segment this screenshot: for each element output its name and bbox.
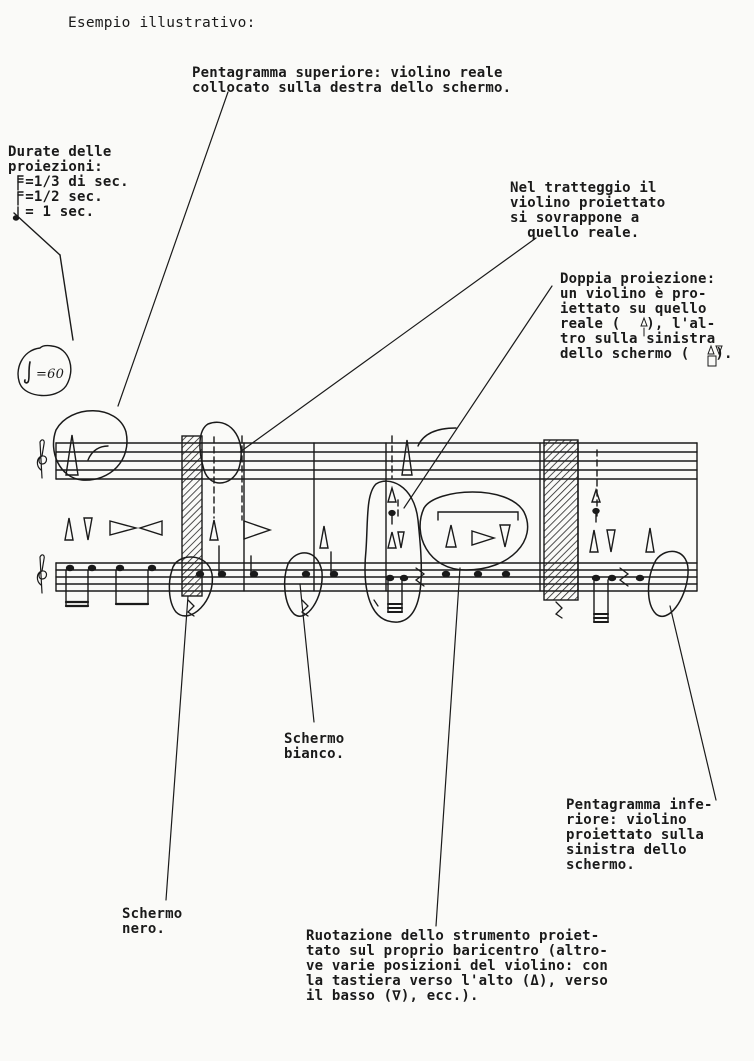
barlines [243,442,698,592]
leader-lines [117,91,717,927]
treble-clef-icon [36,439,48,479]
note-double-projection: Doppia proiezione: un violino è pro- iet… [560,271,733,362]
tempo-marking: =60 [36,367,65,382]
callout-circle [52,410,689,623]
note-upper-staff: Pentagramma superiore: violino reale col… [192,65,512,96]
note-rotation: Ruotazione dello strumento proiet- tato … [306,928,609,1004]
black-screen-bar [543,439,579,601]
violin-triangle-icon [64,485,655,553]
tempo-circle [13,212,74,397]
connector-line [417,427,457,447]
upper-staff [55,442,698,480]
note-dashed: Nel tratteggio il violino proiettato si … [510,180,666,241]
lower-staff [55,562,698,592]
violin-triangle-icon [65,434,413,476]
rotation-bracket [437,511,519,521]
note-durations: Durate delle proiezioni: =1/3 di sec. =1… [8,144,129,220]
note-lower-staff: Pentagramma infe- riore: violino proiett… [566,797,713,873]
lower-notes [64,507,645,623]
note-black-screen: Schermo nero. [122,906,183,937]
treble-clef-icon [36,554,48,594]
note-white-screen: Schermo bianco. [284,731,345,762]
black-screen-bar [181,435,203,597]
inline-violin-symbol-icon [640,316,723,367]
connector-line [87,445,109,461]
page-title: Esempio illustrativo: [68,15,256,31]
